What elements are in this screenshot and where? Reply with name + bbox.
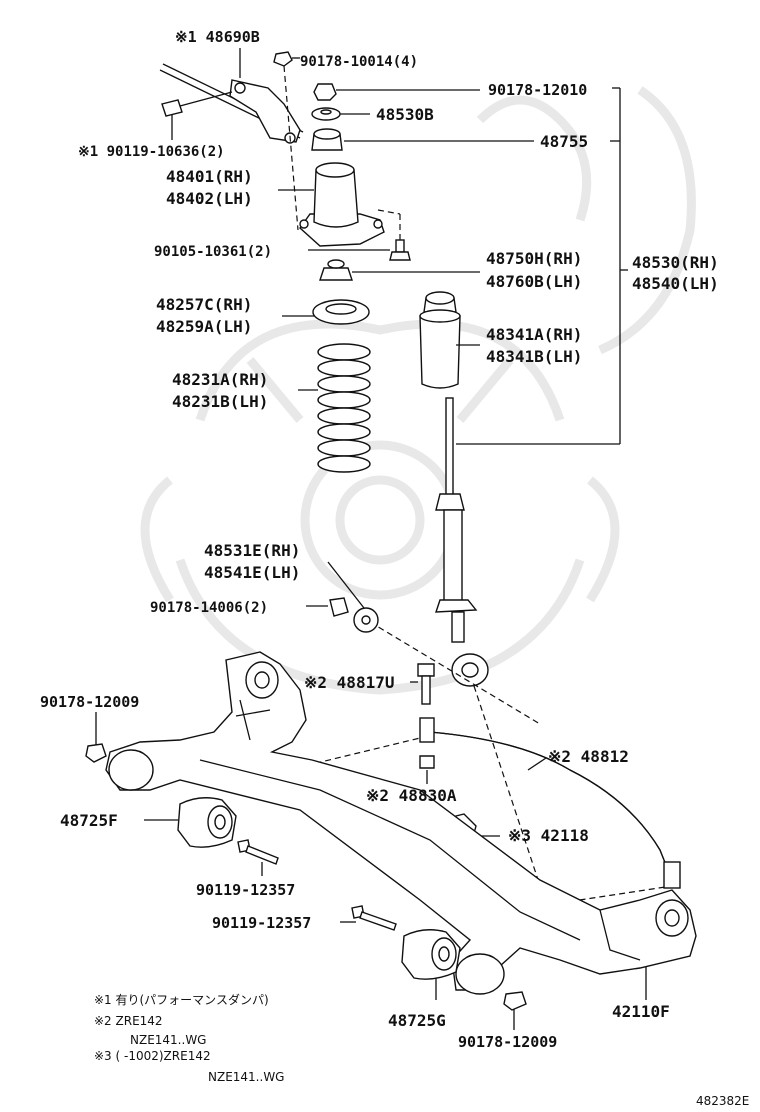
bushing-48755	[311, 128, 343, 151]
label-48725f: 48725F	[60, 811, 118, 830]
footnote-2a: ※2 ZRE142	[94, 1014, 163, 1028]
label-48231b: 48231B(LH)	[172, 392, 268, 411]
performance-damper-bracket	[159, 63, 304, 144]
label-90178-12010: 90178-12010	[488, 81, 587, 99]
label-90105-10361: 90105-10361(2)	[154, 244, 272, 260]
spring-coil	[317, 407, 371, 425]
label-48530: 48530(RH)	[632, 253, 719, 272]
label-90178-14006: 90178-14006(2)	[150, 600, 268, 616]
footnote-3b: NZE141..WG	[208, 1070, 284, 1084]
stabilizer-bar-48812	[419, 717, 681, 889]
bushing-48531e	[329, 597, 379, 633]
labels: ※1 48690B 90178-10014(4) 90178-12010 485…	[40, 28, 719, 1051]
dashed-guide	[377, 209, 401, 215]
nut-48830a	[419, 755, 435, 769]
bolt-90105-10361	[389, 239, 411, 261]
spring-coil	[317, 359, 371, 377]
label-48690b: ※1 48690B	[175, 28, 260, 46]
nut-90178-12010	[313, 83, 337, 101]
label-42110f: 42110F	[612, 1002, 670, 1021]
bump-stop-48341a	[419, 291, 461, 389]
bushing-48725f	[177, 797, 237, 848]
group-bracket	[456, 87, 628, 445]
label-48812: ※2 48812	[548, 747, 629, 766]
label-48750h: 48750H(RH)	[486, 249, 582, 268]
label-48530b: 48530B	[376, 105, 434, 124]
footnote-1: ※1 有り(パフォーマンスダンパ)	[94, 992, 269, 1007]
leader-lines	[95, 48, 647, 1030]
label-48755: 48755	[540, 132, 588, 151]
label-90178-10014: 90178-10014(4)	[300, 54, 418, 70]
diagram-id: 482382E	[696, 1094, 749, 1108]
spring-coil	[317, 455, 371, 473]
label-90178-12009-b: 90178-12009	[458, 1033, 557, 1051]
spring-coil	[317, 375, 371, 393]
label-48725g: 48725G	[388, 1011, 446, 1030]
spring-seat-48257c	[312, 299, 370, 325]
label-48257c: 48257C(RH)	[156, 295, 252, 314]
nut-90178-10014	[273, 51, 293, 67]
label-48341a: 48341A(RH)	[486, 325, 582, 344]
nut-90178-12009-left	[85, 743, 107, 763]
bushing-48750h	[319, 259, 353, 281]
label-90119-10636: ※1 90119-10636(2)	[78, 144, 225, 160]
label-48541e: 48541E(LH)	[204, 563, 300, 582]
spring-coil	[317, 439, 371, 457]
label-48817u: ※2 48817U	[304, 673, 394, 692]
label-90119-12357-b: 90119-12357	[212, 914, 311, 932]
bolt-90119-12357-a	[237, 839, 279, 865]
label-42118: ※3 42118	[508, 826, 589, 845]
coil-spring-48231a	[317, 343, 371, 473]
spring-coil	[317, 423, 371, 441]
label-48760b: 48760B(LH)	[486, 272, 582, 291]
bolt-90119-12357-b	[351, 905, 397, 931]
footnotes: ※1 有り(パフォーマンスダンパ) ※2 ZRE142 NZE141..WG ※…	[94, 992, 749, 1108]
label-90119-12357-a: 90119-12357	[196, 881, 295, 899]
watermark-logo	[140, 86, 696, 695]
strut-mount-48401	[299, 162, 385, 247]
label-48402: 48402(LH)	[166, 189, 253, 208]
label-48231a: 48231A(RH)	[172, 370, 268, 389]
nut-90178-12009-right	[503, 991, 527, 1011]
bolt-48817u	[417, 663, 435, 705]
label-90178-12009-a: 90178-12009	[40, 693, 139, 711]
washer-48530b	[311, 107, 341, 121]
footnote-3a: ※3 ( -1002)ZRE142	[94, 1049, 211, 1063]
footnote-2b: NZE141..WG	[130, 1033, 206, 1047]
bushing-48725g	[401, 929, 461, 980]
label-48401: 48401(RH)	[166, 167, 253, 186]
dashed-guide	[283, 65, 299, 231]
label-48830a: ※2 48830A	[366, 786, 457, 805]
label-48540: 48540(LH)	[632, 274, 719, 293]
spring-coil	[317, 391, 371, 409]
spring-coil	[317, 343, 371, 361]
shock-absorber-48530	[435, 397, 489, 687]
axle-beam-42110f	[105, 651, 697, 995]
label-48259a: 48259A(LH)	[156, 317, 252, 336]
label-48531e: 48531E(RH)	[204, 541, 300, 560]
label-48341b: 48341B(LH)	[486, 347, 582, 366]
